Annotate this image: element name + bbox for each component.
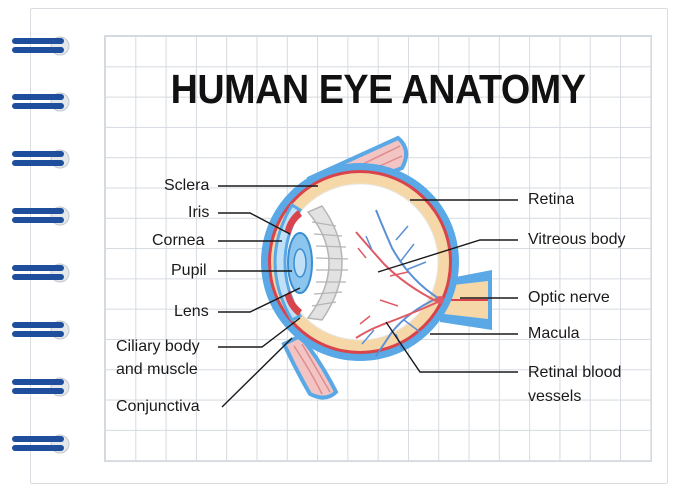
label-ciliary-line2: and muscle [116,359,198,380]
label-vessels-line2: vessels [528,386,581,407]
label-ciliary-line1: Ciliary body [116,336,200,357]
label-pupil: Pupil [171,260,207,281]
label-macula: Macula [528,323,580,344]
label-sclera: Sclera [164,175,209,196]
label-cornea: Cornea [152,230,204,251]
label-vessels-line1: Retinal blood [528,362,621,383]
label-lens: Lens [174,301,209,322]
label-optic-nerve: Optic nerve [528,287,610,308]
label-retina: Retina [528,189,574,210]
lens [288,233,312,293]
macula [436,296,444,304]
label-conjunctiva: Conjunctiva [116,396,200,417]
label-iris: Iris [188,202,209,223]
label-vitreous: Vitreous body [528,229,626,250]
